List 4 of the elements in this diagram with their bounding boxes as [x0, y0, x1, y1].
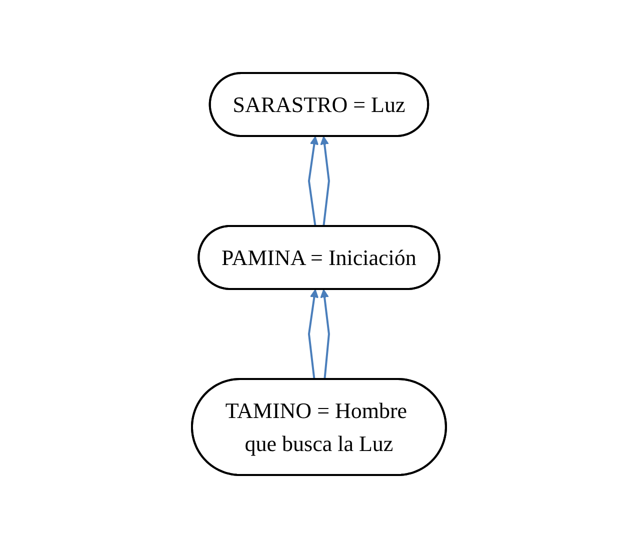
- arrow: [308, 288, 318, 380]
- arrow: [307, 136, 318, 226]
- arrow: [320, 136, 330, 226]
- arrow: [320, 288, 330, 380]
